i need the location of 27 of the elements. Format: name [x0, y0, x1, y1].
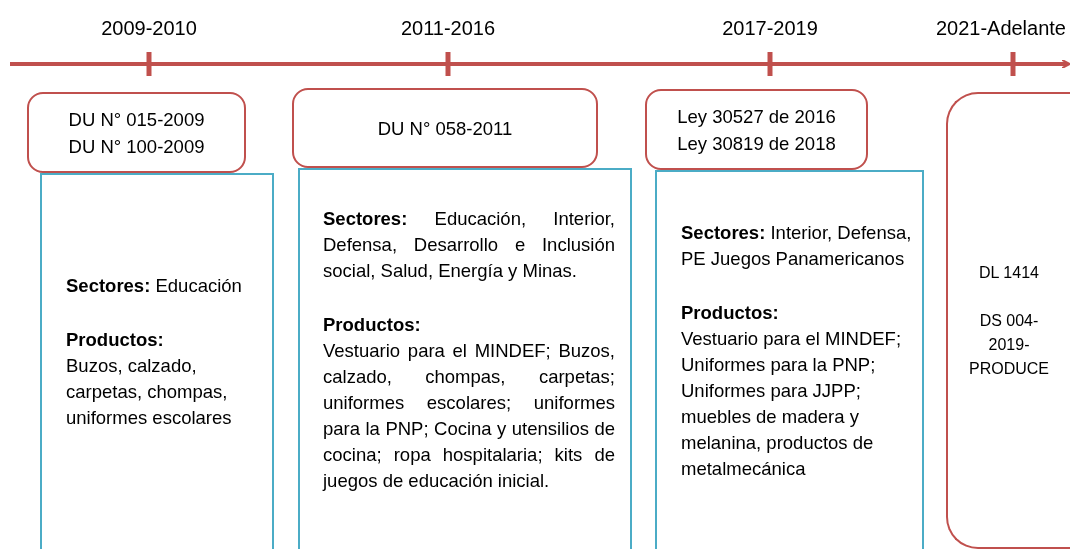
sectors-text: Sectores: Educación [66, 274, 243, 298]
law-text: Ley 30819 de 2018 [677, 131, 836, 156]
period-label: 2009-2010 [101, 17, 197, 40]
products-text: Vestuario para el MINDEF; Uniformes para la PNP; Uniformes para JJPP; muebles de madera y melanina, productos de metalmecánica [681, 326, 903, 481]
law-text: DU N° 058-2011 [377, 116, 513, 141]
sectors-text: Sectores: Educación, Interior, Defensa, Desarrollo e Inclusión social, Salud, Energía y Minas. [323, 206, 615, 283]
products-text: Buzos, calzado, carpetas, chompas, uniformes escolares [66, 354, 233, 430]
law-text: DL 1414 [979, 262, 1039, 283]
law-text: DU N° 100-2009 [68, 134, 205, 159]
law-box [27, 92, 246, 173]
sectors-text: Sectores: Interior, Defensa, PE Juegos Panamericanos [681, 220, 912, 271]
law-box [946, 92, 1070, 549]
products-heading: Productos: [66, 328, 165, 352]
law-text: DU N° 015-2009 [68, 107, 205, 132]
law-box [292, 88, 598, 168]
products-heading: Productos: [681, 300, 780, 325]
products-text: Vestuario para el MINDEF; Buzos, calzado, chompas, carpetas; uniformes escolares; uniformes para la PNP; Cocina y utensilios de cocina; ropa hospitalaria; kits de juegos de educación inicial. [323, 338, 615, 493]
law-box [645, 89, 868, 170]
details-panel [655, 170, 924, 549]
law-text: Ley 30527 de 2016 [677, 104, 836, 129]
details-panel [40, 173, 274, 549]
period-label: 2017-2019 [722, 17, 818, 40]
products-heading: Productos: [323, 312, 422, 337]
period-label: 2021-Adelante [935, 17, 1066, 40]
period-label: 2011-2016 [400, 17, 496, 40]
details-panel [298, 168, 632, 549]
law-text: DS 004-2019-PRODUCE [969, 310, 1049, 379]
